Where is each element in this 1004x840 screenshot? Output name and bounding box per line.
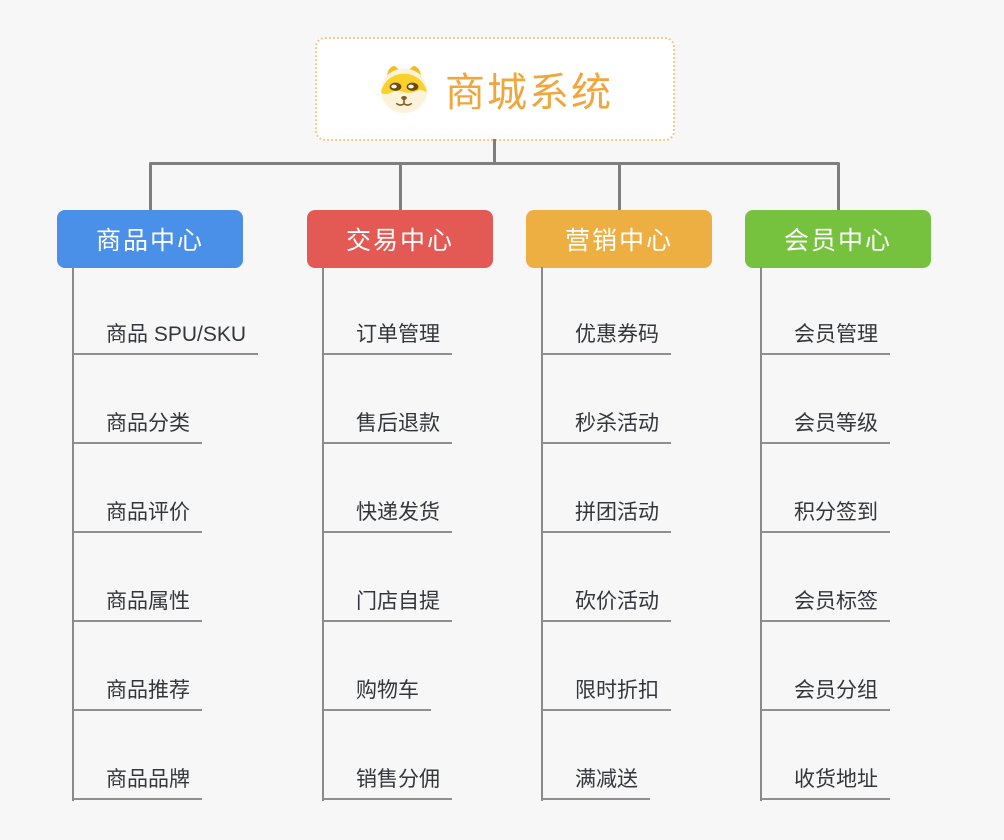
child-node-label: 会员标签 <box>760 585 890 622</box>
child-node-label: 满减送 <box>541 763 650 800</box>
child-node[interactable]: 订单管理 <box>322 266 452 355</box>
child-node[interactable]: 会员分组 <box>760 622 890 711</box>
child-node-label: 限时折扣 <box>541 674 671 711</box>
child-node[interactable]: 收货地址 <box>760 711 890 800</box>
branch-children-member-center: 会员管理 会员等级 积分签到 会员标签 会员分组 收货地址 <box>760 266 890 801</box>
branch-children-marketing-center: 优惠券码 秒杀活动 拼团活动 砍价活动 限时折扣 满减送 <box>541 266 671 801</box>
connector-drop-line <box>399 163 402 211</box>
child-node-label: 商品品牌 <box>72 763 202 800</box>
child-node-label: 砍价活动 <box>541 585 671 622</box>
branch-node-marketing-center[interactable]: 营销中心 <box>526 210 712 268</box>
child-node-label: 商品分类 <box>72 407 202 444</box>
child-node[interactable]: 商品推荐 <box>72 622 258 711</box>
child-node-label: 收货地址 <box>760 763 890 800</box>
child-node-label: 会员分组 <box>760 674 890 711</box>
child-node[interactable]: 满减送 <box>541 711 671 800</box>
child-node-label: 门店自提 <box>322 585 452 622</box>
root-title: 商城系统 <box>445 71 613 115</box>
shiba-dog-icon <box>380 65 428 114</box>
child-node[interactable]: 商品评价 <box>72 444 258 533</box>
child-node-label: 会员等级 <box>760 407 890 444</box>
connector-horizontal-line <box>149 162 840 165</box>
connector-drop-line <box>837 163 840 211</box>
child-node[interactable]: 快递发货 <box>322 444 452 533</box>
child-node-label: 拼团活动 <box>541 496 671 533</box>
branch-node-product-center[interactable]: 商品中心 <box>57 210 243 268</box>
branch-children-product-center: 商品 SPU/SKU 商品分类 商品评价 商品属性 商品推荐 商品品牌 <box>72 266 259 801</box>
child-node[interactable]: 商品属性 <box>72 533 258 622</box>
child-node-label: 商品评价 <box>72 496 202 533</box>
child-node-label: 优惠券码 <box>541 318 671 355</box>
child-node[interactable]: 砍价活动 <box>541 533 671 622</box>
child-node[interactable]: 商品分类 <box>72 355 258 444</box>
child-node[interactable]: 限时折扣 <box>541 622 671 711</box>
root-node[interactable]: 商城系统 <box>315 37 675 141</box>
child-node[interactable]: 门店自提 <box>322 533 452 622</box>
root-connector-stub <box>493 139 496 164</box>
branch-node-member-center[interactable]: 会员中心 <box>745 210 931 268</box>
child-node[interactable]: 会员管理 <box>760 266 890 355</box>
child-node[interactable]: 商品 SPU/SKU <box>72 266 259 355</box>
branch-children-trade-center: 订单管理 售后退款 快递发货 门店自提 购物车 销售分佣 <box>322 266 452 801</box>
child-node-label: 商品推荐 <box>72 674 202 711</box>
child-node-label: 订单管理 <box>322 318 452 355</box>
child-node[interactable]: 购物车 <box>322 622 452 711</box>
child-node-label: 商品属性 <box>72 585 202 622</box>
child-node-label: 会员管理 <box>760 318 890 355</box>
child-node-label: 购物车 <box>322 674 431 711</box>
child-node[interactable]: 会员等级 <box>760 355 890 444</box>
child-node[interactable]: 销售分佣 <box>322 711 452 800</box>
branch-connector-line <box>322 267 324 801</box>
child-node[interactable]: 拼团活动 <box>541 444 671 533</box>
connector-drop-line <box>149 163 152 211</box>
child-node[interactable]: 售后退款 <box>322 355 452 444</box>
connector-drop-line <box>618 163 621 211</box>
child-node-label: 商品 SPU/SKU <box>72 318 259 355</box>
child-node-label: 秒杀活动 <box>541 407 671 444</box>
child-node-label: 销售分佣 <box>322 763 452 800</box>
child-node[interactable]: 商品品牌 <box>72 711 258 800</box>
child-node[interactable]: 秒杀活动 <box>541 355 671 444</box>
child-node[interactable]: 积分签到 <box>760 444 890 533</box>
child-node[interactable]: 优惠券码 <box>541 266 671 355</box>
branch-connector-line <box>760 267 762 801</box>
branch-node-trade-center[interactable]: 交易中心 <box>307 210 493 268</box>
child-node-label: 积分签到 <box>760 496 890 533</box>
branch-connector-line <box>541 267 543 801</box>
child-node[interactable]: 会员标签 <box>760 533 890 622</box>
child-node-label: 快递发货 <box>322 496 452 533</box>
branch-connector-line <box>72 267 74 801</box>
child-node-label: 售后退款 <box>322 407 452 444</box>
